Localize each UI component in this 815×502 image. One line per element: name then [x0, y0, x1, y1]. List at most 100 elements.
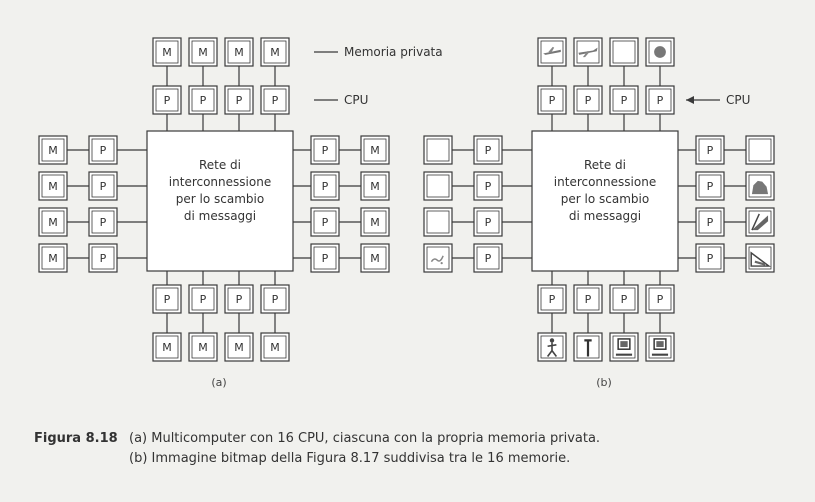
memory-box: M: [152, 332, 182, 362]
cpu-box: P: [260, 85, 290, 115]
memory-box-label: M: [198, 341, 208, 354]
cpu-box-label: P: [100, 216, 107, 229]
memory-box-label: M: [234, 341, 244, 354]
interconnection-network: [146, 130, 294, 272]
cpu-box: P: [537, 85, 567, 115]
memory-box-label: M: [48, 252, 58, 265]
cpu-box: P: [695, 207, 725, 237]
cpu-box: P: [310, 135, 340, 165]
cpu-box-label: P: [236, 94, 243, 107]
multicomputer-diagram: Rete di interconnessione per lo scambio di …: [38, 37, 775, 389]
cpu-box-label: P: [322, 216, 329, 229]
network-label-line: Rete di: [199, 158, 241, 172]
memory-box-label: M: [48, 144, 58, 157]
figure-caption-title: Figura 8.18: [34, 431, 118, 446]
cpu-box: P: [88, 207, 118, 237]
memory-box-label: M: [270, 46, 280, 59]
cpu-box: P: [260, 284, 290, 314]
memory-box: [645, 332, 675, 362]
network-label-line: di messaggi: [569, 209, 641, 223]
memory-box: M: [360, 207, 390, 237]
cpu-box-label: P: [100, 252, 107, 265]
memory-box-label: M: [234, 46, 244, 59]
cpu-box: P: [645, 284, 675, 314]
cpu-box: P: [473, 207, 503, 237]
memory-box: M: [360, 243, 390, 273]
cpu-box-label: P: [585, 293, 592, 306]
cpu-box: P: [537, 284, 567, 314]
memory-box: [609, 37, 639, 67]
memory-box: M: [38, 243, 68, 273]
cpu-box-label: P: [100, 180, 107, 193]
cpu-box: P: [310, 207, 340, 237]
cpu-box-label: P: [485, 180, 492, 193]
memory-box: M: [260, 37, 290, 67]
cpu-box-label: P: [657, 293, 664, 306]
cpu-box-label: P: [707, 216, 714, 229]
memory-box: M: [224, 332, 254, 362]
memory-box-label: M: [162, 341, 172, 354]
network-label-line: di messaggi: [184, 209, 256, 223]
memory-box: M: [188, 37, 218, 67]
cpu-box: P: [695, 243, 725, 273]
memory-box: M: [38, 171, 68, 201]
annotation-cpu: CPU: [344, 93, 368, 107]
memory-box-label: M: [370, 216, 380, 229]
cpu-box-label: P: [200, 293, 207, 306]
cpu-box-label: P: [549, 94, 556, 107]
memory-box: [423, 171, 453, 201]
cpu-box: P: [695, 171, 725, 201]
memory-box-label: M: [270, 341, 280, 354]
memory-box: [573, 332, 603, 362]
memory-box: [537, 37, 567, 67]
memory-box: [573, 37, 603, 67]
memory-box: [745, 171, 775, 201]
memory-box: M: [260, 332, 290, 362]
cpu-box: P: [695, 135, 725, 165]
memory-box: [745, 207, 775, 237]
cpu-box-label: P: [707, 180, 714, 193]
cpu-box: P: [224, 85, 254, 115]
memory-box-label: M: [370, 144, 380, 157]
cpu-box: P: [188, 85, 218, 115]
cpu-box-label: P: [200, 94, 207, 107]
cpu-box-label: P: [549, 293, 556, 306]
cpu-box-label: P: [621, 293, 628, 306]
cpu-box: P: [88, 243, 118, 273]
cpu-box-label: P: [322, 252, 329, 265]
memory-box: [423, 207, 453, 237]
interconnection-network: [531, 130, 679, 272]
bitmap-fragment: [654, 46, 666, 58]
annotation-cpu: CPU: [726, 93, 750, 107]
cpu-box: P: [88, 171, 118, 201]
memory-box: M: [224, 37, 254, 67]
cpu-box-label: P: [272, 293, 279, 306]
memory-box: [537, 332, 567, 362]
cpu-box: P: [645, 85, 675, 115]
cpu-box: P: [310, 171, 340, 201]
cpu-box: P: [152, 284, 182, 314]
memory-box: M: [38, 207, 68, 237]
cpu-box: P: [473, 171, 503, 201]
memory-box: [423, 243, 453, 273]
memory-box-label: M: [48, 180, 58, 193]
cpu-box: P: [609, 85, 639, 115]
cpu-box-label: P: [164, 293, 171, 306]
cpu-box-label: P: [100, 144, 107, 157]
cpu-box-label: P: [236, 293, 243, 306]
memory-box-label: M: [162, 46, 172, 59]
cpu-box-label: P: [585, 94, 592, 107]
network-label-line: per lo scambio: [176, 192, 264, 206]
network-label-line: interconnessione: [554, 175, 656, 189]
cpu-box-label: P: [621, 94, 628, 107]
memory-box-label: M: [370, 180, 380, 193]
cpu-box: P: [88, 135, 118, 165]
cpu-box: P: [224, 284, 254, 314]
cpu-box-label: P: [322, 180, 329, 193]
cpu-box: P: [188, 284, 218, 314]
cpu-box-label: P: [485, 252, 492, 265]
memory-box-label: M: [48, 216, 58, 229]
memory-box: [423, 135, 453, 165]
memory-box: M: [38, 135, 68, 165]
